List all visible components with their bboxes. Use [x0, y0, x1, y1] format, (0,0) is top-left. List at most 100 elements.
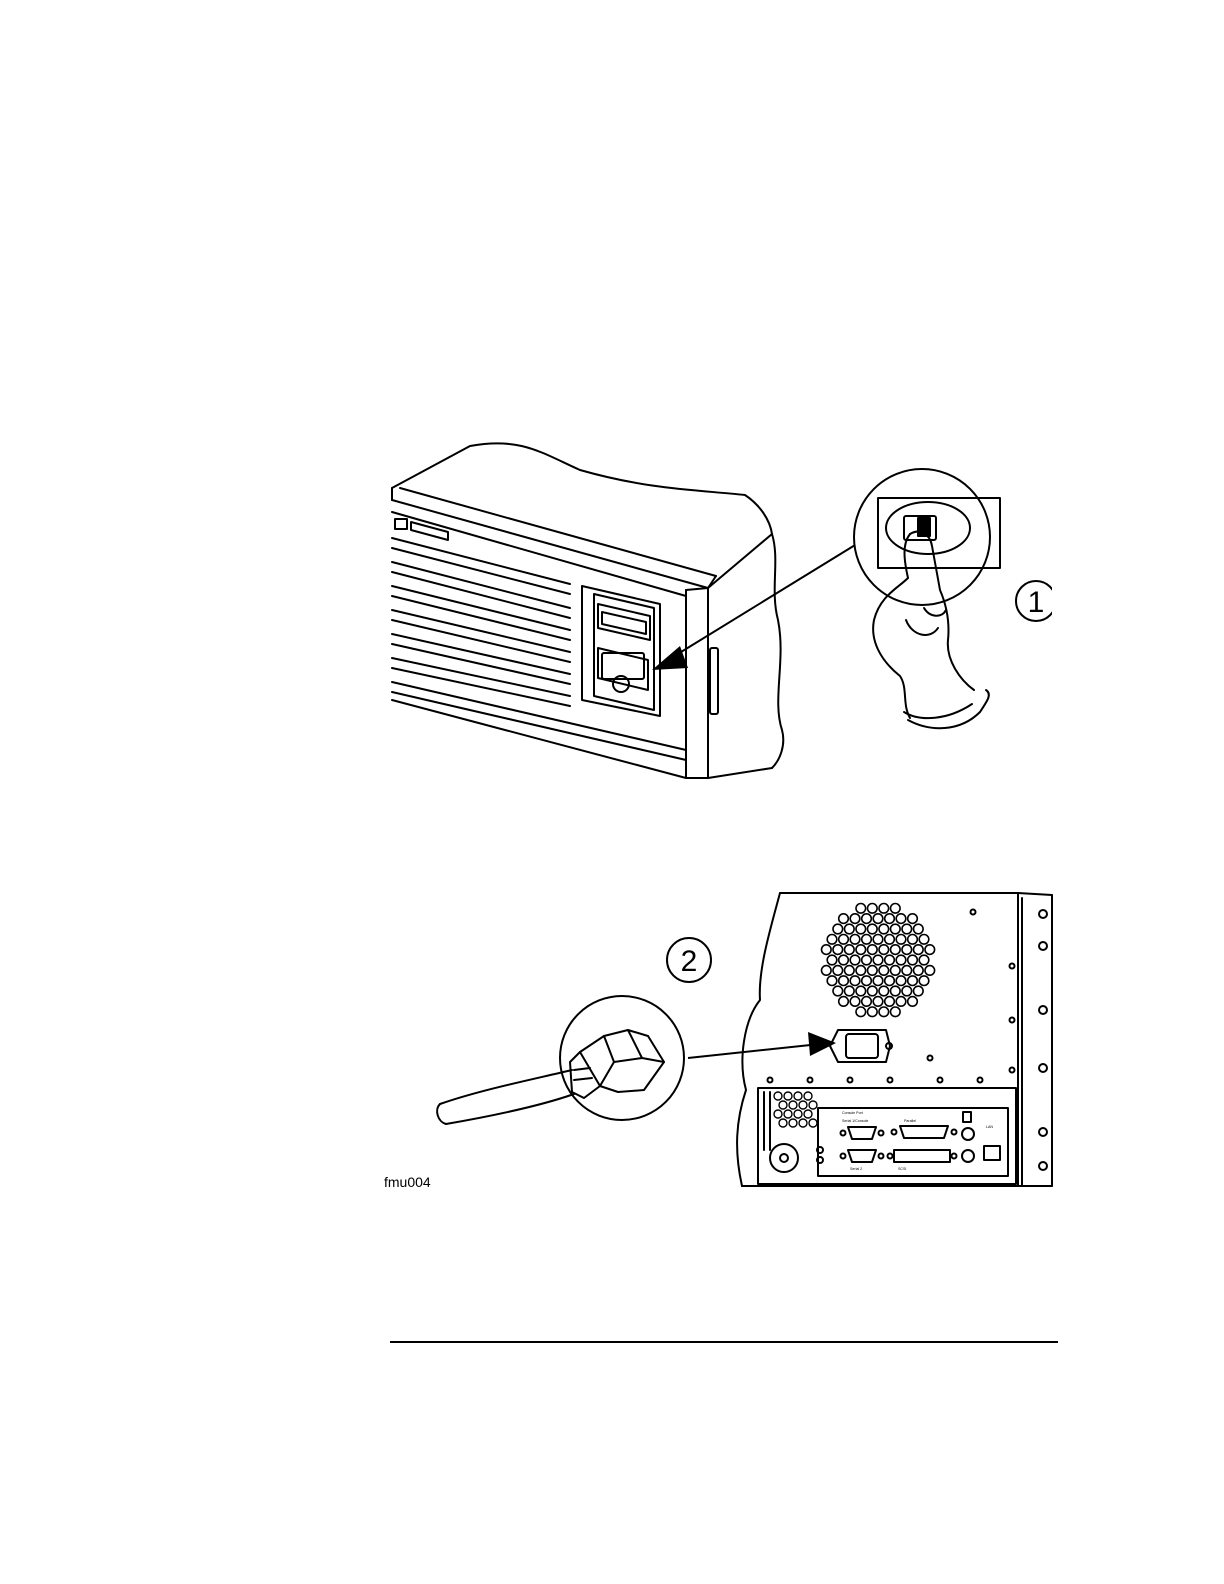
vent-hole [868, 986, 878, 996]
vent-hole [908, 935, 918, 945]
vent-hole [856, 986, 866, 996]
vent-hole [896, 955, 906, 965]
vent-hole [873, 955, 883, 965]
vent-hole [919, 955, 929, 965]
vent-hole [839, 935, 849, 945]
vent-hole [833, 966, 843, 976]
vent-hole [862, 976, 872, 986]
vent-hole [850, 935, 860, 945]
vent-hole [862, 955, 872, 965]
vent-hole [833, 924, 843, 934]
small-vent-hole [794, 1110, 802, 1118]
callout-1-label: 1 [1028, 586, 1045, 619]
power-switch-arrow [652, 542, 860, 670]
vent-hole [879, 1007, 889, 1017]
vent-hole [919, 976, 929, 986]
small-vent-hole [794, 1092, 802, 1100]
vent-hole [908, 955, 918, 965]
scsi-label: SCSI [898, 1167, 906, 1171]
small-vent-hole [809, 1119, 817, 1127]
vent-hole [908, 914, 918, 924]
vent-hole [902, 986, 912, 996]
vent-hole [827, 935, 837, 945]
vent-hole [868, 924, 878, 934]
vent-hole [908, 976, 918, 986]
vent-hole [873, 914, 883, 924]
vent-hole [850, 997, 860, 1007]
vent-hole [885, 997, 895, 1007]
vent-hole [845, 986, 855, 996]
vent-hole [879, 945, 889, 955]
vent-hole [879, 966, 889, 976]
vent-hole [873, 935, 883, 945]
vent-hole [891, 986, 901, 996]
front-unit-illustration [392, 443, 783, 778]
serial2-label: Serial 2 [850, 1167, 862, 1171]
vent-hole [891, 966, 901, 976]
small-vent-hole [804, 1110, 812, 1118]
vent-hole [885, 914, 895, 924]
small-vent-hole [784, 1092, 792, 1100]
vent-hole [879, 904, 889, 914]
small-vent-hole [774, 1092, 782, 1100]
vent-hole [914, 945, 924, 955]
vent-hole [822, 966, 832, 976]
vent-hole [850, 976, 860, 986]
small-vent-hole [774, 1110, 782, 1118]
serial1b-label: Serial 1/Console [842, 1119, 868, 1123]
vent-hole [879, 986, 889, 996]
small-vent-hole [779, 1119, 787, 1127]
vent-hole [862, 997, 872, 1007]
vent-hole [862, 935, 872, 945]
vent-hole [868, 1007, 878, 1017]
vent-hole [925, 945, 935, 955]
callout-2: 2 [667, 938, 711, 982]
vent-hole [902, 945, 912, 955]
vent-hole [896, 997, 906, 1007]
vent-hole [839, 914, 849, 924]
vent-hole [856, 904, 866, 914]
vent-hole [868, 904, 878, 914]
page-rule [390, 1341, 1058, 1343]
vent-hole [856, 966, 866, 976]
figure-id: fmu004 [384, 1174, 431, 1190]
small-vent-hole [789, 1101, 797, 1109]
vent-hole [856, 924, 866, 934]
vent-hole [862, 914, 872, 924]
power-cord-zoom-inset [437, 996, 684, 1124]
vent-hole [891, 924, 901, 934]
rear-vent-grid [822, 904, 935, 1017]
vent-hole [914, 966, 924, 976]
vent-hole [868, 945, 878, 955]
vent-hole [908, 997, 918, 1007]
vent-hole [827, 976, 837, 986]
vent-hole [891, 945, 901, 955]
vent-hole [833, 986, 843, 996]
vent-hole [839, 976, 849, 986]
vent-hole [896, 935, 906, 945]
vent-hole [914, 986, 924, 996]
small-vent-hole [779, 1101, 787, 1109]
vent-hole [896, 976, 906, 986]
vent-hole [885, 935, 895, 945]
callout-1: 1 [1016, 575, 1082, 627]
vent-hole [873, 976, 883, 986]
power-inlet-arrow [688, 1032, 836, 1058]
vent-hole [856, 1007, 866, 1017]
vent-hole [845, 924, 855, 934]
vent-hole [850, 914, 860, 924]
rear-small-vent-grid [774, 1092, 817, 1127]
small-vent-hole [799, 1101, 807, 1109]
small-vent-hole [809, 1101, 817, 1109]
vent-hole [885, 955, 895, 965]
vent-hole [891, 1007, 901, 1017]
vent-hole [845, 966, 855, 976]
power-switch-zoom-inset [854, 469, 1000, 728]
vent-hole [850, 955, 860, 965]
serial1-label: Console Port [842, 1111, 863, 1115]
vent-hole [873, 997, 883, 1007]
vent-hole [827, 955, 837, 965]
vent-hole [839, 955, 849, 965]
small-vent-hole [799, 1119, 807, 1127]
vent-hole [822, 945, 832, 955]
